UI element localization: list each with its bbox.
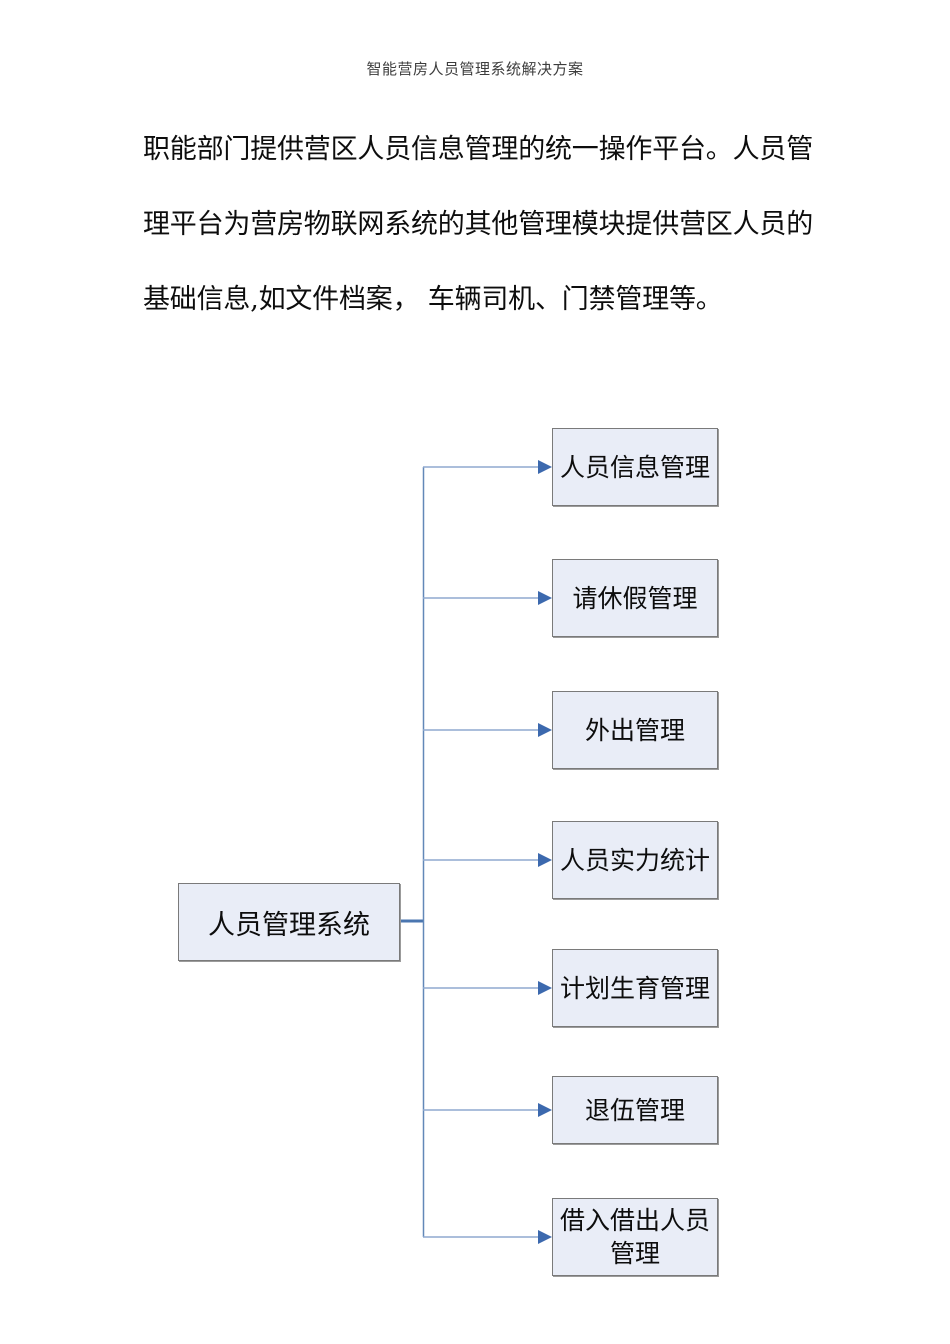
paragraph-line-2: 理平台为营房物联网系统的其他管理模块提供营区人员的 [143,209,813,240]
paragraph-line-1: 职能部门提供营区人员信息管理的统一操作平台。人员管 [143,134,813,165]
diagram-box-personnel-info: 人员信息管理 [552,428,718,506]
paragraph-line-3: 基础信息,如文件档案， 车辆司机、门禁管理等。 [143,284,723,315]
arrow-right-icon [538,981,552,995]
document-header-title: 智能营房人员管理系统解决方案 [366,60,584,78]
diagram-box-leave-management: 请休假管理 [552,559,718,637]
diagram-box-family-planning: 计划生育管理 [552,949,718,1027]
diagram-root-label: 人员管理系统 [208,909,370,941]
diagram-root-box: 人员管理系统 [178,883,400,961]
arrow-right-icon [538,853,552,867]
arrow-right-icon [538,460,552,474]
diagram-box-label: 退伍管理 [584,1095,685,1125]
diagram-box-borrowed-personnel: 借入借出人员管理 [552,1198,718,1276]
body-paragraph: 职能部门提供营区人员信息管理的统一操作平台。人员管 理平台为营房物联网系统的其他… [143,112,819,337]
diagram-box-label: 计划生育管理 [559,973,710,1003]
arrow-right-icon [538,591,552,605]
diagram-box-strength-statistics: 人员实力统计 [552,821,718,899]
diagram-box-label: 人员实力统计 [559,845,710,875]
arrow-right-icon [538,723,552,737]
arrow-right-icon [538,1103,552,1117]
diagram-box-label: 请休假管理 [572,583,698,613]
arrow-right-icon [538,1230,552,1244]
diagram-box-label: 外出管理 [584,715,685,745]
diagram-box-demobilization: 退伍管理 [552,1076,718,1144]
diagram-box-outing-management: 外出管理 [552,691,718,769]
diagram-box-label: 人员信息管理 [559,452,710,482]
diagram-box-label: 借入借出人员管理 [559,1206,710,1268]
